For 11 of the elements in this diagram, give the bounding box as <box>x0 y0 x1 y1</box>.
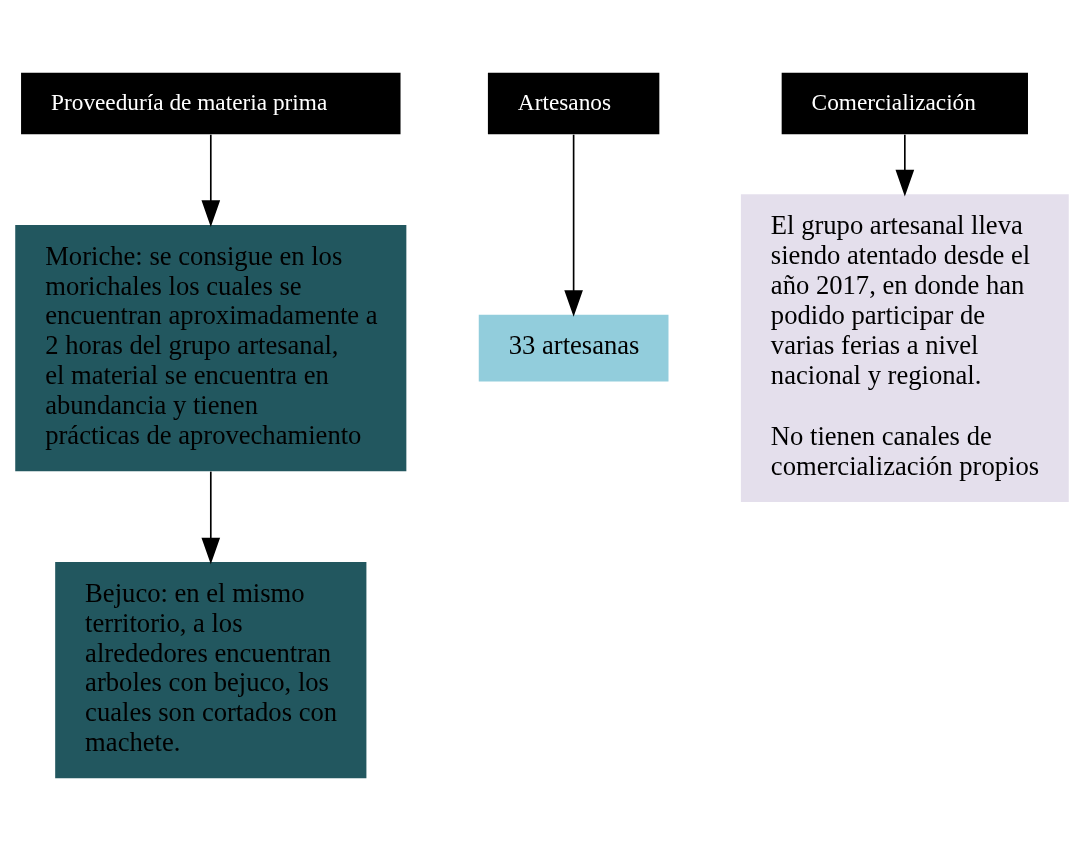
node-box: El grupo artesanal lleva siendo atentado desde el año 2017, en donde han podido participar de varias ferias a nivel nacional y regional. No tienen canales de comercialización propios <box>740 194 1069 503</box>
node-box: Moriche: se consigue en los morichales los cuales se encuentran aproximadamente a 2 horas del grupo artesanal, el material se encuentra en abundancia y tienen prácticas de aprovechamiento <box>15 224 407 472</box>
arrow <box>201 470 221 565</box>
arrow <box>564 133 583 317</box>
node-box: 33 artesanas <box>478 314 669 382</box>
node-box: Comercialización <box>781 72 1028 135</box>
arrow <box>895 133 915 197</box>
arrow <box>201 133 221 227</box>
node-box: Bejuco: en el mismo territorio, a los alrededores encuentran arboles con bejuco, los cuales son cortados con machete. <box>55 562 367 779</box>
node-box: Artesanos <box>487 72 660 135</box>
node-box: Proveeduría de materia prima <box>21 72 401 135</box>
